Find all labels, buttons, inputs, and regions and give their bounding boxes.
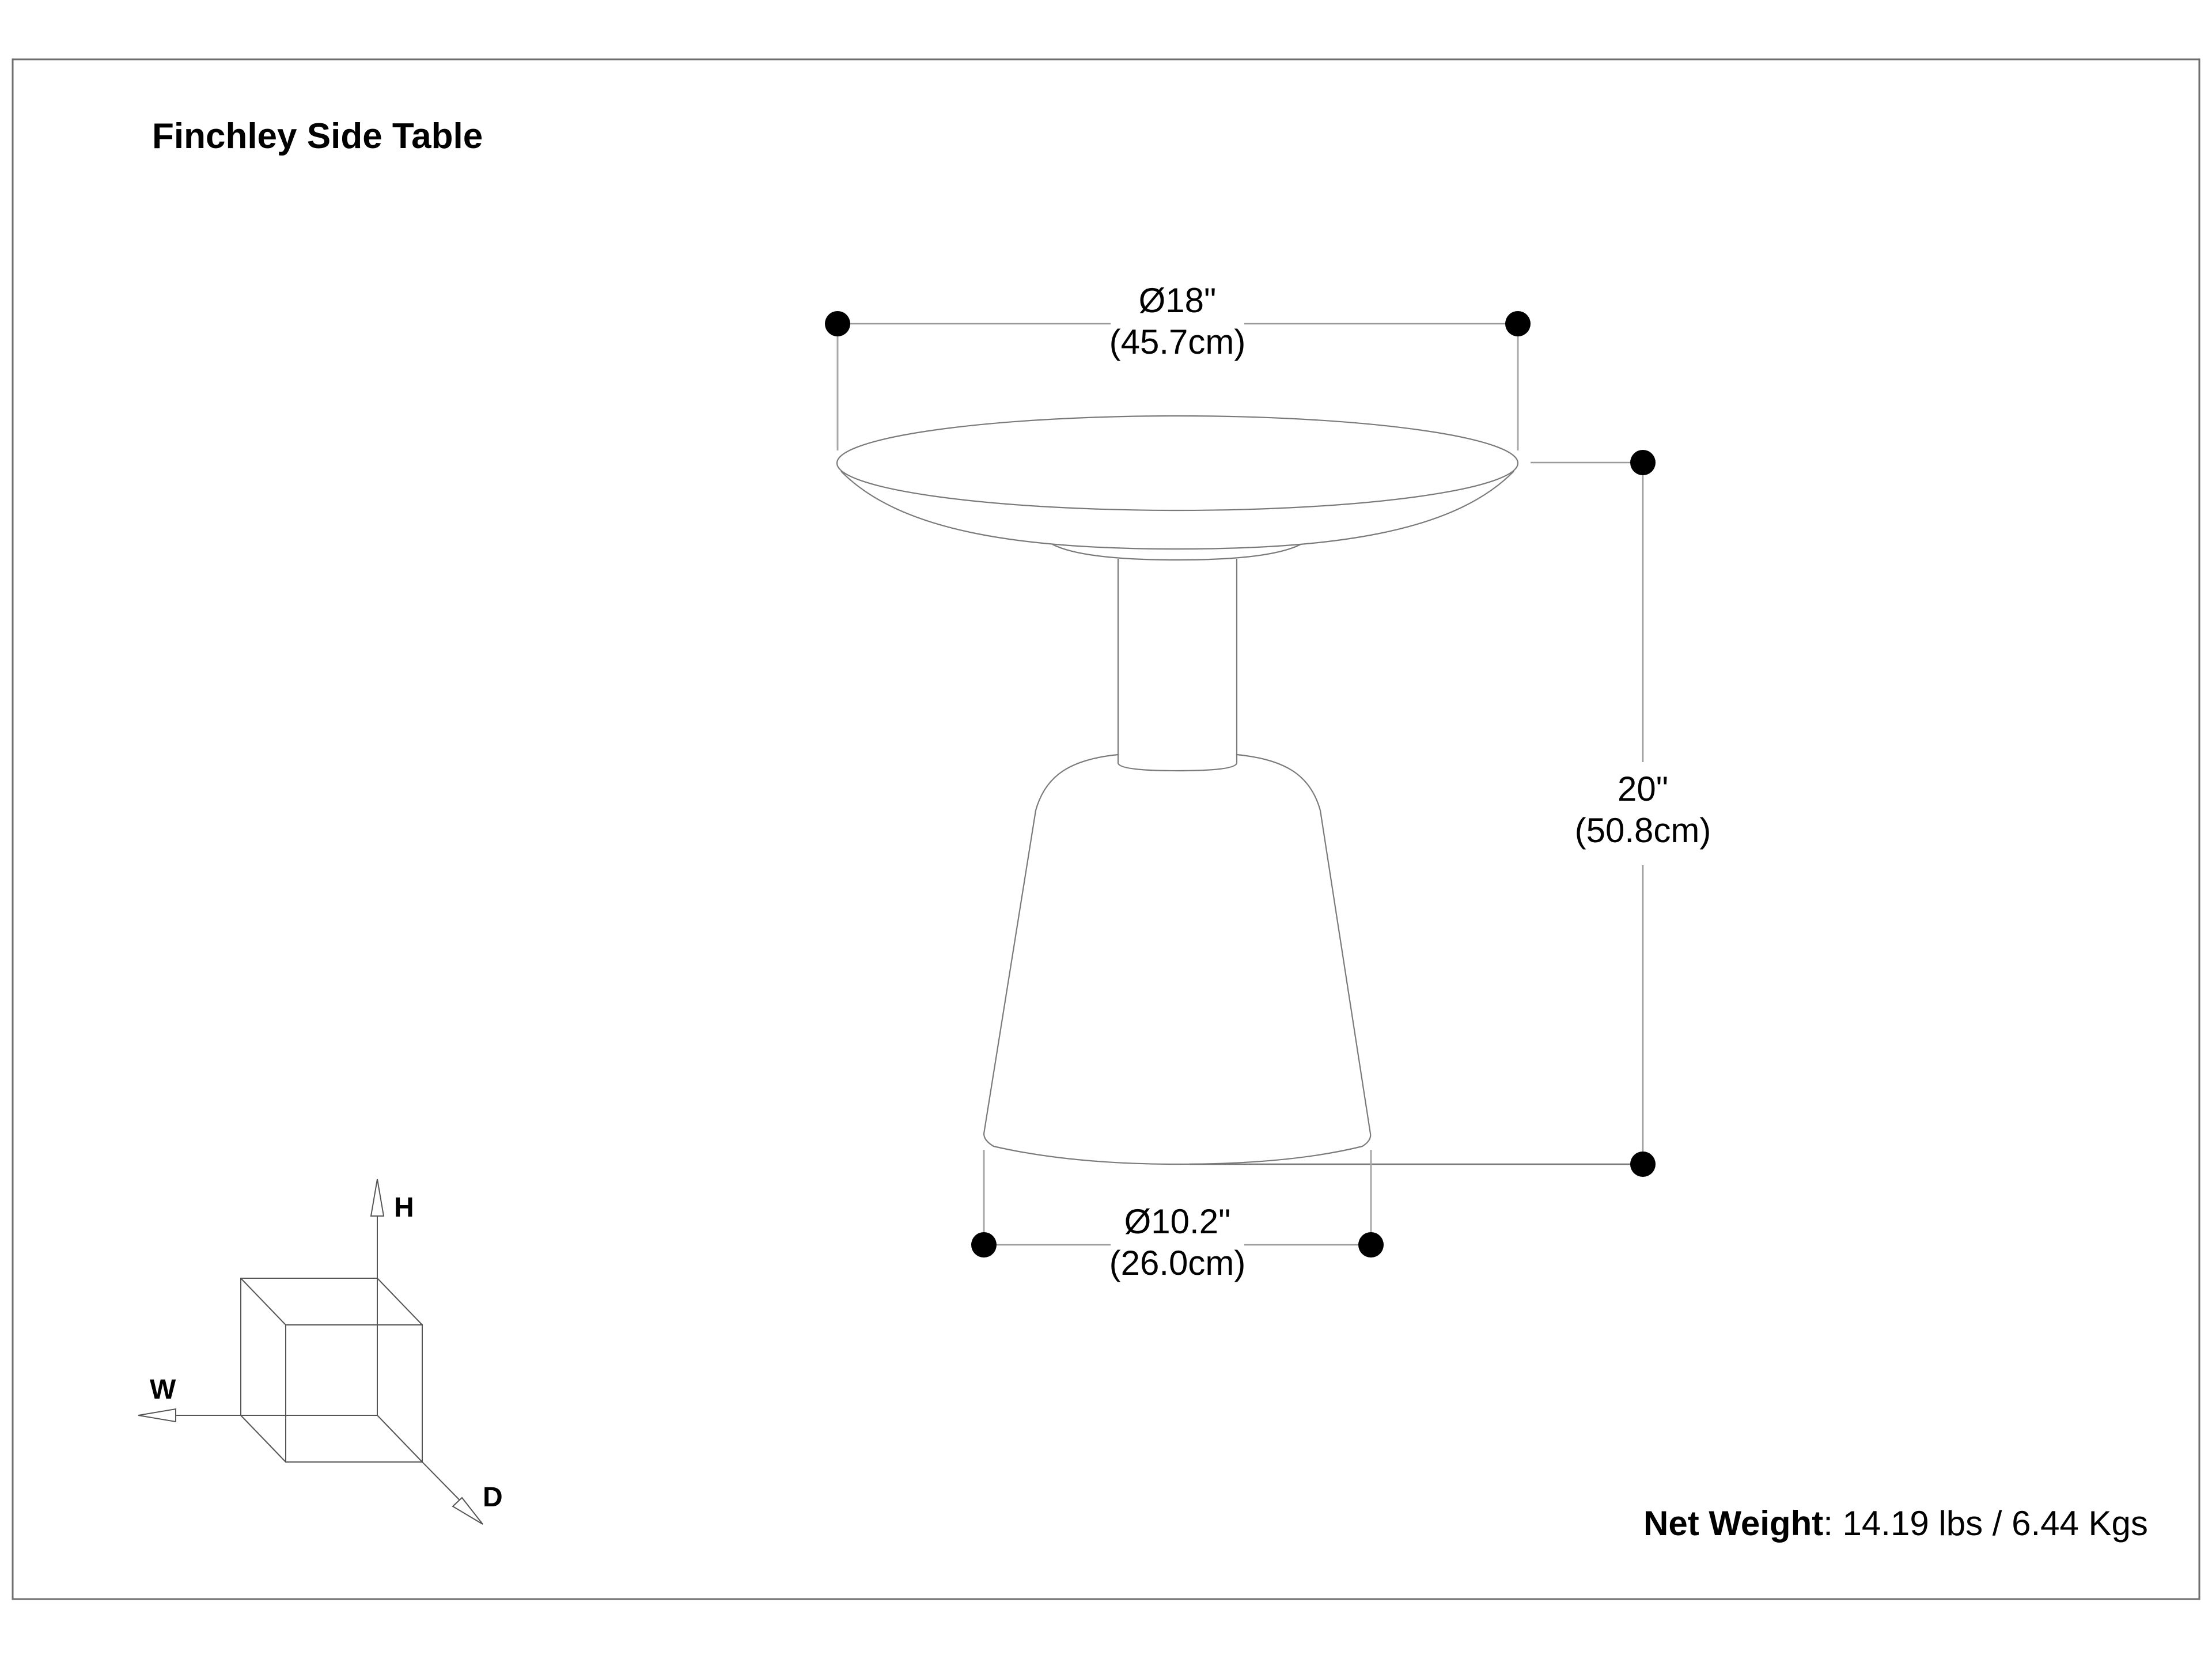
base-diameter-dimension: Ø10.2" (26.0cm) <box>971 1150 1384 1282</box>
dimension-endpoint-dot <box>825 311 850 336</box>
net-weight-value: 14.19 lbs / 6.44 Kgs <box>1833 1504 2148 1543</box>
table-top-underside <box>840 471 1514 550</box>
base-diameter-metric: (26.0cm) <box>1109 1244 1246 1282</box>
height-imperial: 20" <box>1618 770 1668 808</box>
dimension-endpoint-dot <box>1630 1152 1656 1177</box>
depth-axis-arrow-icon <box>452 1497 483 1525</box>
height-metric: (50.8cm) <box>1575 811 1711 850</box>
depth-axis-label: D <box>483 1482 503 1513</box>
height-axis-label: H <box>394 1192 414 1223</box>
net-weight-separator: : <box>1823 1504 1833 1543</box>
table-stem-outline <box>1117 559 1238 772</box>
height-axis-arrow-icon <box>370 1179 385 1217</box>
net-weight-label: Net Weight <box>1643 1504 1823 1543</box>
base-diameter-imperial: Ø10.2" <box>1124 1202 1231 1241</box>
top-diameter-imperial: Ø18" <box>1139 281 1217 320</box>
top-diameter-dimension: Ø18" (45.7cm) <box>825 281 1531 450</box>
dimension-endpoint-dot <box>1358 1232 1384 1257</box>
table-base-outline <box>983 753 1372 1165</box>
dimension-endpoint-dot <box>1630 450 1656 475</box>
table-illustration <box>836 415 1519 1165</box>
product-title: Finchley Side Table <box>152 116 483 156</box>
width-axis-arrow-icon <box>138 1408 176 1423</box>
height-dimension: 20" (50.8cm) <box>1190 450 1711 1177</box>
net-weight: Net Weight: 14.19 lbs / 6.44 Kgs <box>1643 1504 2148 1543</box>
top-diameter-metric: (45.7cm) <box>1109 323 1246 361</box>
table-top-ellipse <box>836 415 1519 512</box>
dimension-endpoint-dot <box>971 1232 997 1257</box>
width-axis-label: W <box>150 1374 176 1405</box>
drawing-frame <box>12 58 2200 1600</box>
orientation-cube-icon: H W D <box>138 1179 503 1525</box>
table-collar-outline <box>1052 544 1301 561</box>
dimension-endpoint-dot <box>1505 311 1531 336</box>
